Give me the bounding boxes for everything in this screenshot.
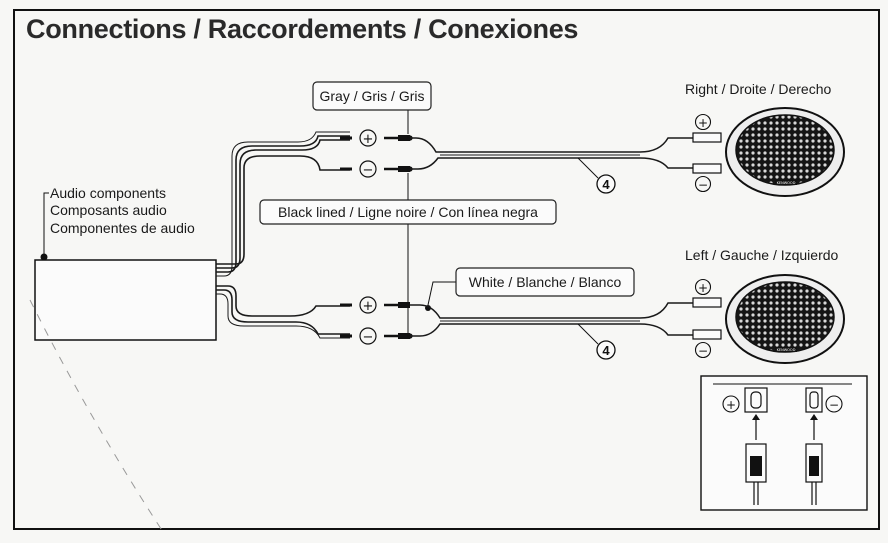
plus-symbol-icon — [694, 113, 712, 131]
white-wire-label: White / Blanche / Blanco — [455, 267, 635, 297]
lower-cable — [216, 285, 350, 339]
upper-cable — [216, 131, 350, 277]
audio-component-unit: Audio components Composants audio Compon… — [34, 185, 217, 341]
gray-wire-label: Gray / Gris / Gris — [312, 81, 432, 111]
right-speaker-cable — [410, 132, 722, 174]
svg-text:−: − — [363, 330, 374, 345]
svg-text:+: + — [363, 299, 374, 314]
svg-text:4: 4 — [602, 343, 610, 358]
svg-text:−: − — [698, 178, 708, 192]
svg-text:−: − — [829, 398, 839, 412]
svg-text:+: + — [698, 116, 708, 130]
minus-symbol-icon — [359, 327, 377, 345]
svg-text:4: 4 — [602, 177, 610, 192]
label-leader-lines — [407, 110, 599, 345]
left-speaker-label: Left / Gauche / Izquierdo — [685, 247, 839, 263]
fold-mark — [29, 299, 166, 536]
diagram-frame — [13, 9, 880, 530]
plus-symbol-icon — [359, 296, 377, 314]
plus-symbol-icon — [722, 395, 740, 413]
minus-symbol-icon — [825, 395, 843, 413]
black-lined-wire-label: Black lined / Ligne noire / Con línea ne… — [259, 199, 557, 225]
lower-minus-connection: − — [340, 327, 413, 345]
svg-text:Black lined / Ligne noire / Co: Black lined / Ligne noire / Con línea ne… — [278, 204, 538, 220]
right-speaker: KENWOOD — [725, 107, 845, 197]
svg-text:−: − — [363, 163, 374, 178]
upper-minus-connection: − — [340, 160, 413, 178]
svg-text:Gray / Gris / Gris: Gray / Gris / Gris — [320, 88, 425, 104]
minus-symbol-icon — [694, 175, 712, 193]
audio-components-label-es: Componentes de audio — [50, 220, 195, 236]
right-speaker-terminals: + − — [694, 113, 712, 193]
minus-symbol-icon — [694, 341, 712, 359]
plus-symbol-icon — [694, 278, 712, 296]
svg-text:KENWOOD: KENWOOD — [777, 348, 796, 352]
svg-text:KENWOOD: KENWOOD — [777, 181, 796, 185]
svg-text:−: − — [698, 344, 708, 358]
left-speaker-cable — [410, 297, 722, 340]
callout-4-upper: 4 — [596, 174, 616, 194]
audio-components-label-fr: Composants audio — [50, 202, 167, 218]
plus-symbol-icon — [359, 129, 377, 147]
svg-text:White / Blanche / Blanco: White / Blanche / Blanco — [469, 274, 622, 290]
left-speaker-terminals: + − — [694, 278, 712, 359]
upper-plus-connection: + — [340, 129, 413, 147]
lower-plus-connection: + — [340, 296, 431, 314]
callout-4-lower: 4 — [596, 340, 616, 360]
left-speaker: KENWOOD — [725, 274, 845, 364]
terminal-detail-inset: + − — [700, 375, 868, 511]
svg-text:+: + — [363, 132, 374, 147]
svg-text:+: + — [698, 281, 708, 295]
page-title: Connections / Raccordements / Conexiones — [26, 14, 579, 44]
minus-symbol-icon — [359, 160, 377, 178]
audio-components-label-en: Audio components — [50, 185, 166, 201]
right-speaker-label: Right / Droite / Derecho — [685, 81, 831, 97]
svg-text:+: + — [726, 398, 736, 412]
